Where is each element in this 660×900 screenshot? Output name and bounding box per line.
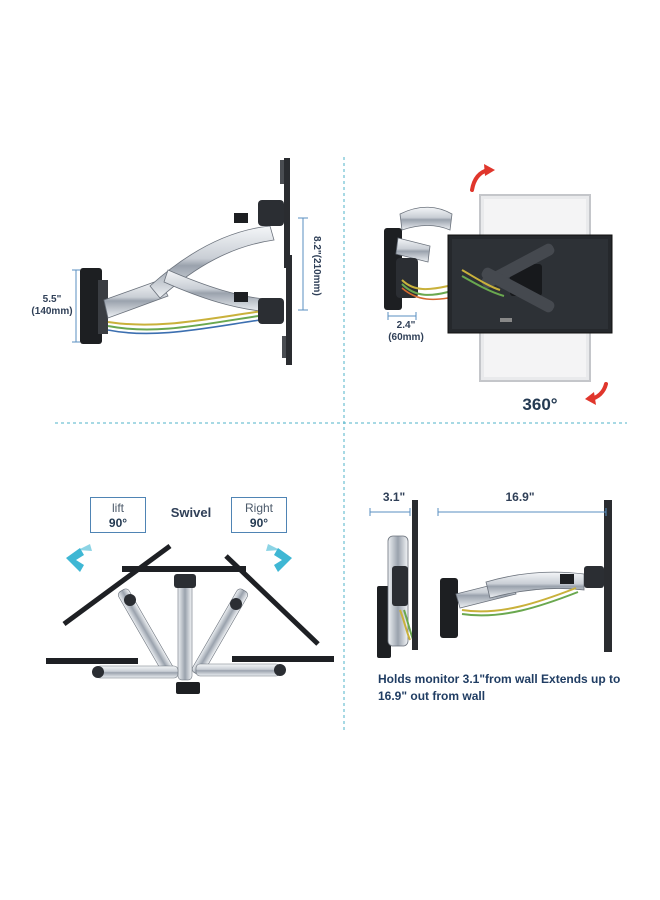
height-inches: 5.5" [42, 294, 62, 305]
swivel-left-badge: lift 90° [90, 497, 146, 533]
vertical-travel-dimension-line [298, 217, 308, 311]
rotation-illustration [384, 164, 613, 405]
depth-description: Holds monitor 3.1"from wall Extends up t… [378, 672, 621, 703]
min-depth-dimension-line [369, 508, 411, 516]
swivel-right-angle: 90° [249, 516, 269, 530]
swivel-left-direction: lift [112, 501, 124, 515]
depth-range-illustration [377, 500, 612, 658]
height-dimension-label: 5.5" (140mm) [26, 294, 78, 318]
depth-mm: (60mm) [388, 332, 424, 343]
swivel-right-badge: Right 90° [231, 497, 287, 533]
depth-dimension-line-top [387, 312, 417, 320]
depth-inches: 2.4" [396, 320, 416, 331]
swivel-right-arrow [266, 544, 292, 572]
swivel-left-angle: 90° [108, 516, 128, 530]
max-depth-dimension-line [437, 508, 607, 516]
side-view-mount-illustration [80, 158, 292, 365]
min-depth-label: 3.1" [382, 490, 406, 504]
swivel-right-direction: Right [244, 501, 273, 515]
max-depth-label: 16.9" [505, 490, 535, 504]
height-dimension-line [72, 269, 80, 343]
vertical-travel-label: 8.2"(210mm) [311, 236, 322, 296]
rotation-label: 360° [522, 395, 558, 414]
depth-dimension-label: 2.4" (60mm) [384, 320, 428, 344]
swivel-label: Swivel [170, 505, 212, 520]
height-mm: (140mm) [31, 306, 73, 317]
swivel-left-arrow [66, 544, 92, 572]
swivel-illustration [46, 543, 334, 694]
